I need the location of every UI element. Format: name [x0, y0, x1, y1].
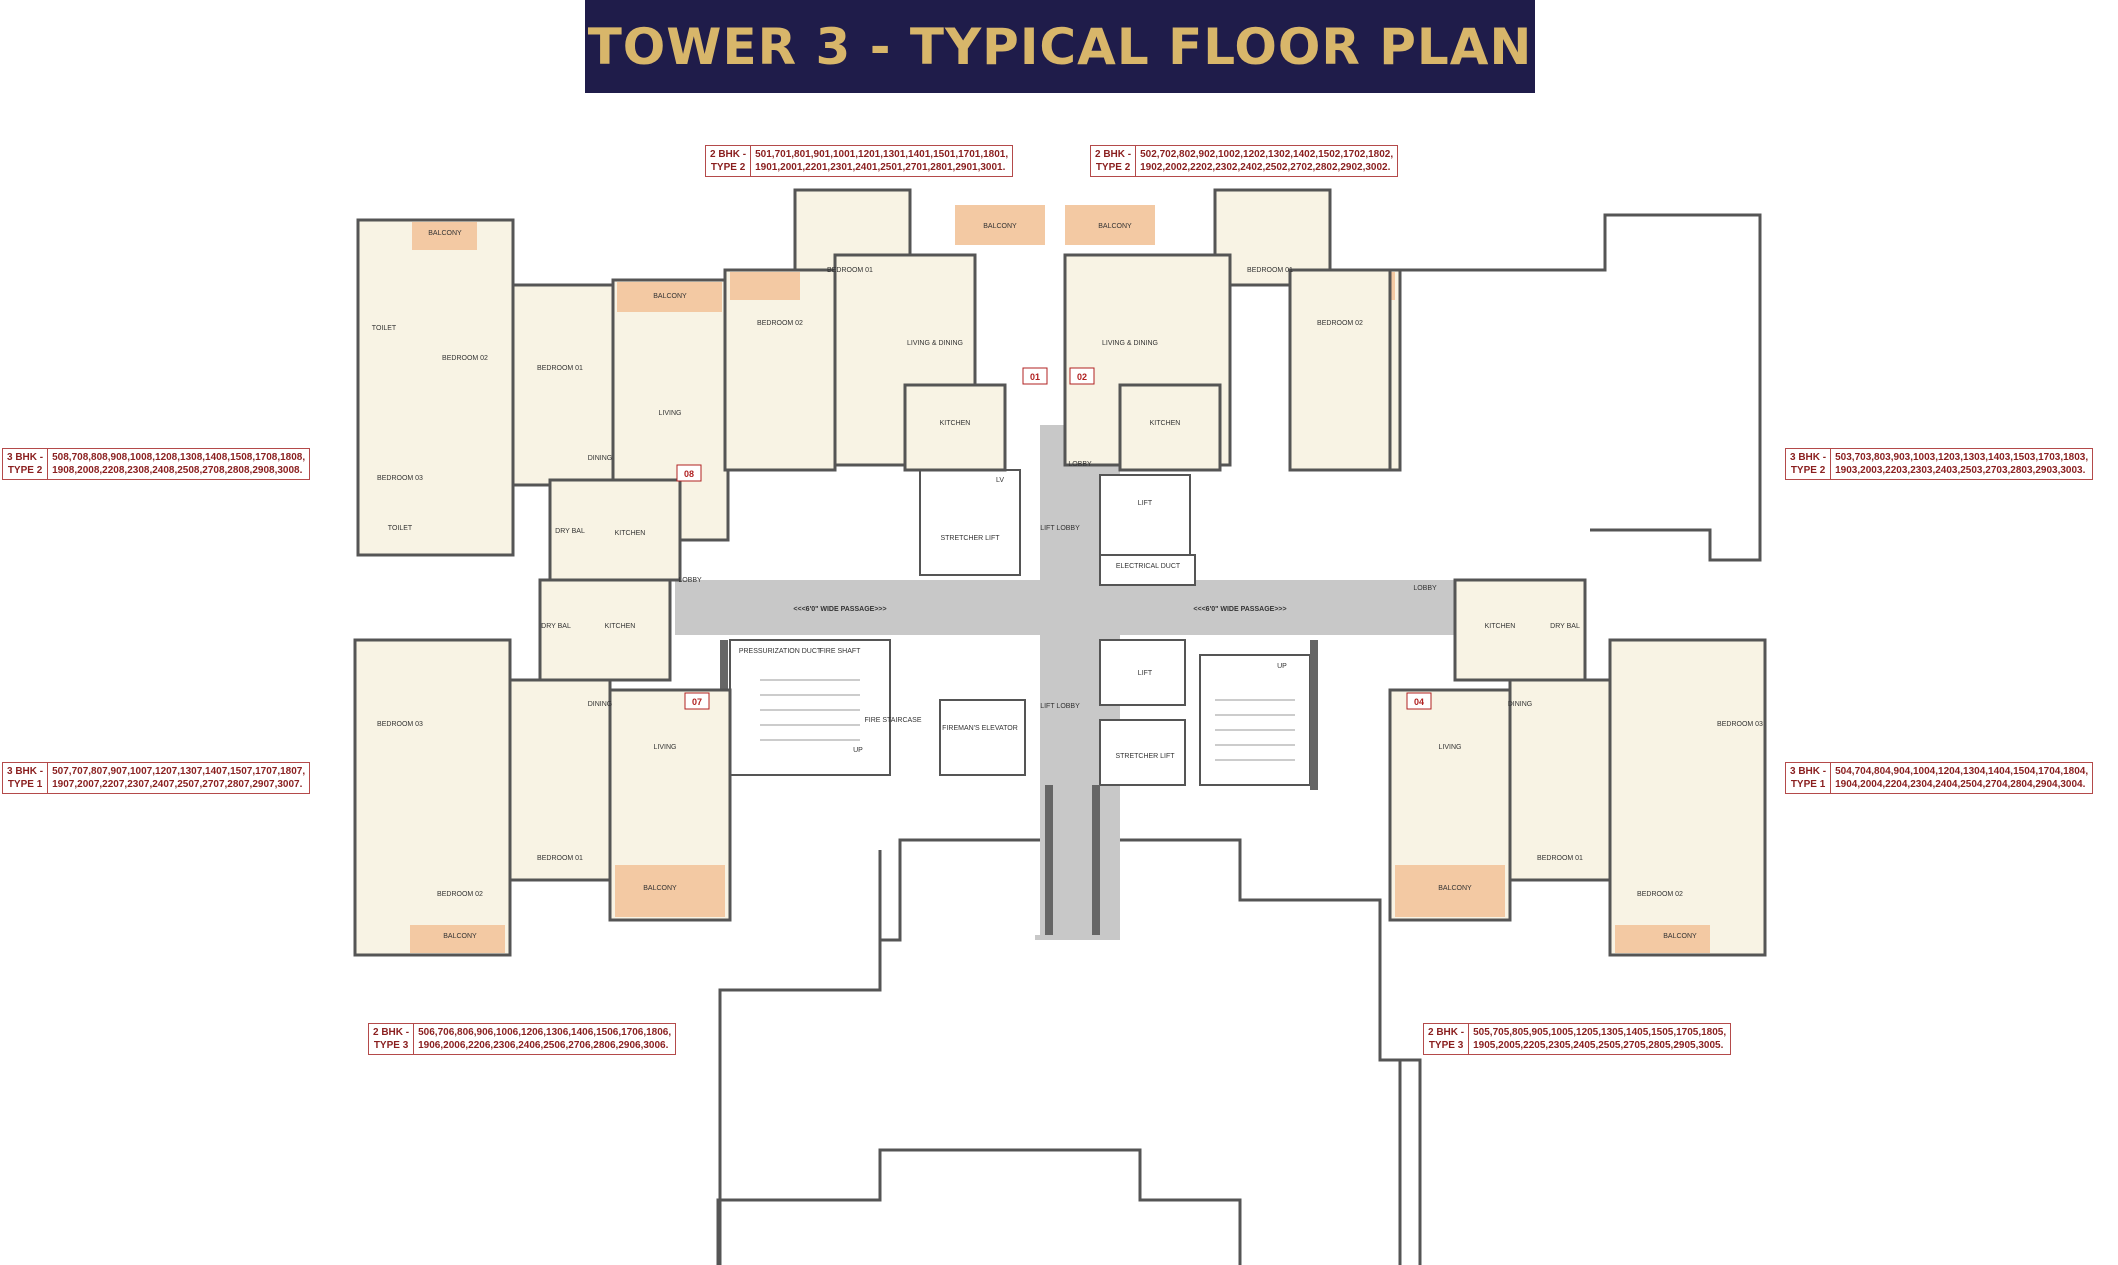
flat-02-number: 02 — [1077, 372, 1087, 382]
firemans-label: FIREMAN'S ELEVATOR — [942, 725, 1018, 732]
flat-04-balconies — [1395, 865, 1710, 953]
kitchen-label: KITCHEN — [615, 530, 646, 537]
flat-07-number: 07 — [692, 697, 702, 707]
balcony-label-6: BALCONY — [443, 933, 477, 940]
unit-tag-07: 3 BHK - TYPE 1 507,707,807,907,1007,1207… — [2, 762, 311, 794]
balcony-label-2: BALCONY — [653, 293, 687, 300]
lv-label: LV — [996, 477, 1004, 484]
up-label: UP — [1277, 663, 1287, 670]
dining-label: DINING — [588, 455, 613, 462]
page-title: TOWER 3 - TYPICAL FLOOR PLAN — [587, 17, 1533, 76]
bedroom02-label-4: BEDROOM 02 — [437, 891, 483, 898]
flat-08-number: 08 — [684, 469, 694, 479]
electrical-label: ELECTRICAL DUCT — [1116, 563, 1181, 570]
bedroom01-label: BEDROOM 01 — [537, 365, 583, 372]
flat-04-number: 04 — [1414, 697, 1424, 707]
flat-04 — [1388, 578, 1767, 957]
bedroom02-label: BEDROOM 02 — [442, 355, 488, 362]
bedroom03-label-3: BEDROOM 03 — [1717, 721, 1763, 728]
bedroom03-label: BEDROOM 03 — [377, 475, 423, 482]
stretcher-label: STRETCHER LIFT — [940, 535, 1000, 542]
lift-label: LIFT — [1138, 500, 1153, 507]
room-labels: BALCONY BEDROOM 02 BEDROOM 01 LIVING DIN… — [372, 223, 1763, 940]
balcony-label-7: BALCONY — [1438, 885, 1472, 892]
living-label-3: LIVING — [1439, 744, 1462, 751]
flat-01-number: 01 — [1030, 372, 1040, 382]
liftlobby-label-2: LIFT LOBBY — [1040, 703, 1080, 710]
drybal-label: DRY BAL — [555, 528, 585, 535]
stair-lines — [760, 679, 1295, 761]
title-banner: TOWER 3 - TYPICAL FLOOR PLAN — [585, 0, 1535, 93]
kitchen-label-2: KITCHEN — [940, 420, 971, 427]
passage-label: <<<6'0" WIDE PASSAGE>>> — [793, 606, 886, 613]
unit-tag-03: 3 BHK - TYPE 2 503,703,803,903,1003,1203… — [1785, 448, 2094, 480]
bedroom01-label-4: BEDROOM 01 — [537, 855, 583, 862]
fire-label: FIRE STAIRCASE — [864, 717, 921, 724]
lobby-label-3: LOBBY — [678, 577, 702, 584]
bedroom03-label-2: BEDROOM 03 — [377, 721, 423, 728]
flat-01 — [723, 188, 1007, 472]
flat-01-balconies — [730, 205, 1045, 300]
balcony-label-3: BALCONY — [983, 223, 1017, 230]
balcony-label-4: BALCONY — [1098, 223, 1132, 230]
unit-tag-08: 3 BHK - TYPE 2 508,708,808,908,1008,1208… — [2, 448, 311, 480]
stretcher-label-2: STRETCHER LIFT — [1115, 753, 1175, 760]
kitchen-label-5: KITCHEN — [1485, 623, 1516, 630]
balcony-label: BALCONY — [428, 230, 462, 237]
bedroom02-label-3: BEDROOM 02 — [1317, 320, 1363, 327]
dining-label-2: DINING — [588, 701, 613, 708]
liftlobby-label: LIFT LOBBY — [1040, 525, 1080, 532]
bedroom02-label-5: BEDROOM 02 — [1637, 891, 1683, 898]
unit-tag-05: 2 BHK - TYPE 3 505,705,805,905,1005,1205… — [1423, 1023, 1732, 1055]
drybal-label-2: DRY BAL — [541, 623, 571, 630]
flat-07-balconies — [410, 865, 725, 953]
living-label: LIVING — [659, 410, 682, 417]
core-corridor — [675, 425, 1455, 940]
flat-08 — [356, 218, 730, 582]
flat-badges: 08 01 02 07 04 — [676, 367, 1432, 710]
balcony-label-8: BALCONY — [1663, 933, 1697, 940]
bedroom01-label-2: BEDROOM 01 — [827, 267, 873, 274]
lift-label-2: LIFT — [1138, 670, 1153, 677]
kitchen-label-3: KITCHEN — [1150, 420, 1181, 427]
fireshaft-label: FIRE SHAFT — [820, 648, 862, 655]
lobby-label-2: LOBBY — [1413, 585, 1437, 592]
flat-08-balconies — [412, 222, 722, 312]
pressurization-label: PRESSURIZATION DUCT — [739, 648, 822, 655]
balcony-label-5: BALCONY — [643, 885, 677, 892]
unit-tag-02: 2 BHK - TYPE 2 502,702,802,902,1002,1202… — [1090, 145, 1399, 177]
toilet-label-2: TOILET — [388, 525, 413, 532]
bedroom02-label-2: BEDROOM 02 — [757, 320, 803, 327]
passage-label-2: <<<6'0" WIDE PASSAGE>>> — [1193, 606, 1286, 613]
unit-tag-06: 2 BHK - TYPE 3 506,706,806,906,1006,1206… — [368, 1023, 677, 1055]
bedroom01-label-3: BEDROOM 01 — [1247, 267, 1293, 274]
kitchen-label-4: KITCHEN — [605, 623, 636, 630]
livingdining-label-2: LIVING & DINING — [1102, 340, 1158, 347]
unit-tag-04: 3 BHK - TYPE 1 504,704,804,904,1004,1204… — [1785, 762, 2094, 794]
drybal-label-3: DRY BAL — [1550, 623, 1580, 630]
toilet-label: TOILET — [372, 325, 397, 332]
livingdining-label: LIVING & DINING — [907, 340, 963, 347]
up-label-2: UP — [853, 747, 863, 754]
bedroom01-label-5: BEDROOM 01 — [1537, 855, 1583, 862]
living-label-2: LIVING — [654, 744, 677, 751]
dining-label-3: DINING — [1508, 701, 1533, 708]
lift-core — [729, 469, 1311, 786]
flat-03 — [1288, 268, 1392, 472]
lobby-label: LOBBY — [1068, 461, 1092, 468]
unit-tag-01: 2 BHK - TYPE 2 501,701,801,901,1001,1201… — [705, 145, 1014, 177]
